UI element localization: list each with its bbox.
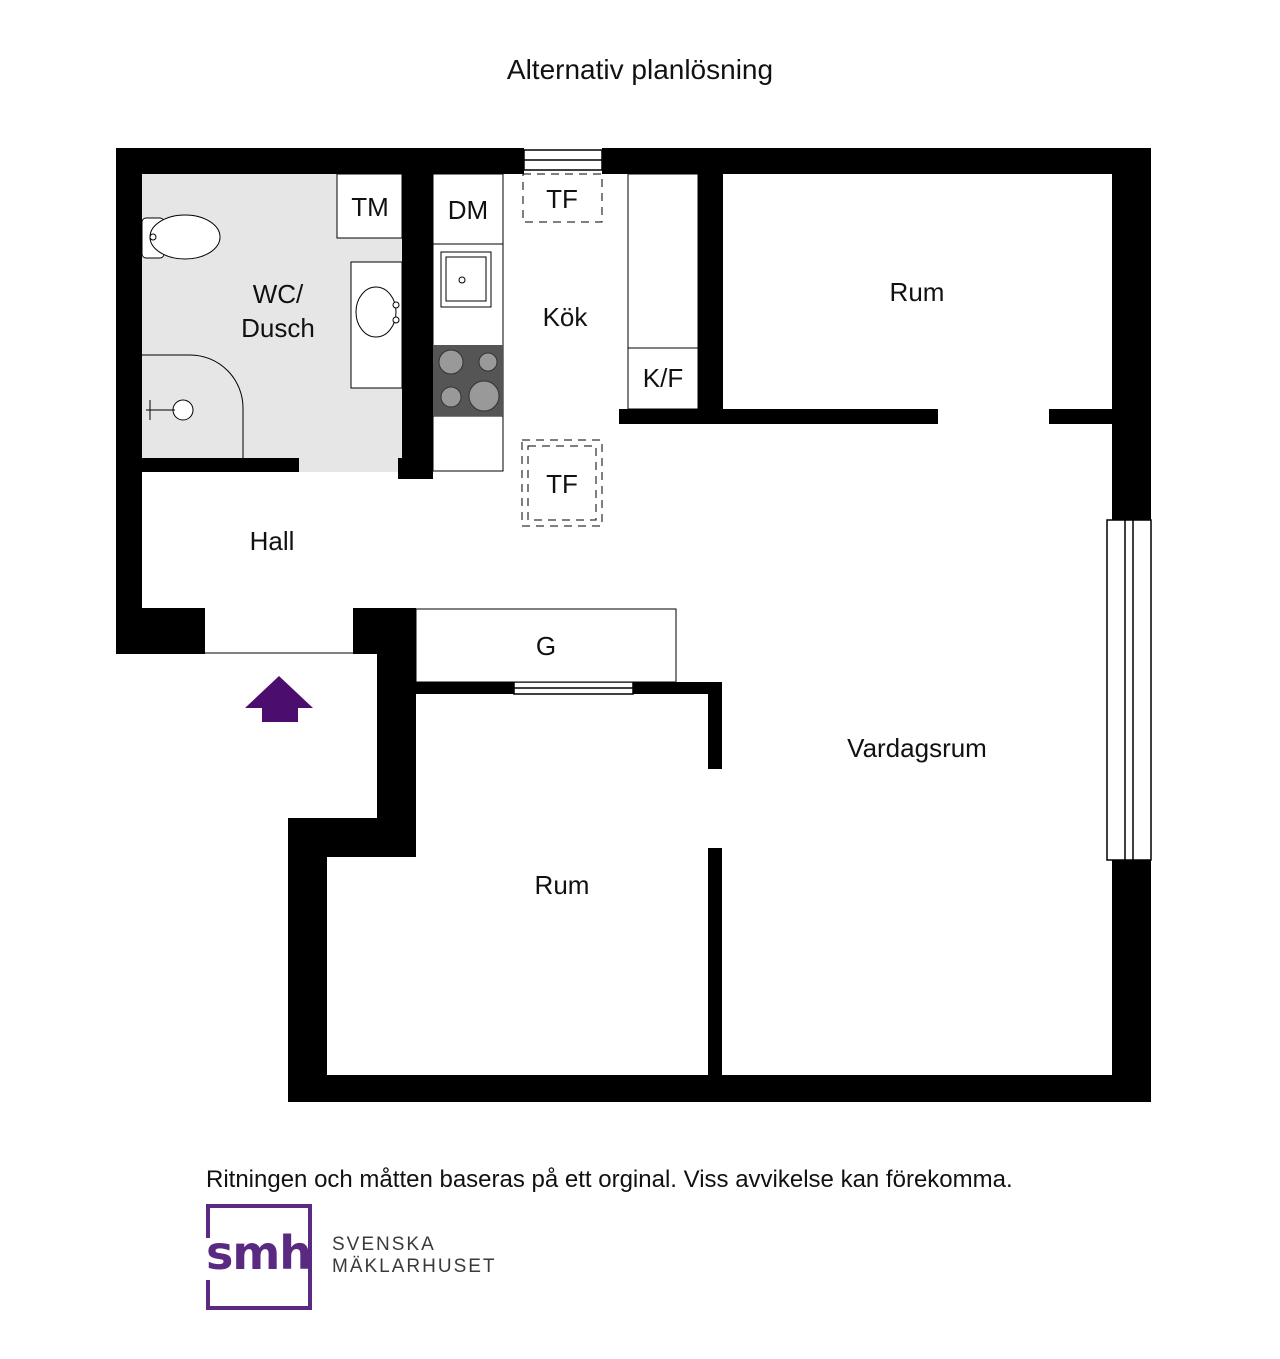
label-rum-bottom: Rum bbox=[535, 870, 590, 900]
wall-right-upper bbox=[1112, 148, 1151, 520]
toilet-icon bbox=[141, 214, 221, 260]
wall-left bbox=[116, 148, 142, 654]
windows bbox=[513, 149, 1152, 861]
wall-room-bottom-right bbox=[1049, 409, 1119, 424]
counter-left bbox=[432, 173, 504, 472]
label-g: G bbox=[536, 631, 556, 661]
wardrobe-g bbox=[415, 608, 677, 683]
wall-bottom bbox=[288, 1075, 1151, 1102]
wall-step-vertical bbox=[288, 818, 327, 1102]
window-right bbox=[1106, 519, 1152, 861]
logo-frame bbox=[204, 1204, 312, 1310]
logo-line-1: SVENSKA bbox=[332, 1234, 436, 1255]
tall-cabinet bbox=[627, 173, 699, 349]
wall-top-right bbox=[602, 148, 1151, 174]
label-hall: Hall bbox=[250, 526, 295, 556]
wall-broom-right-upper bbox=[708, 682, 722, 769]
room-labels: WC/ Dusch TM DM TF Kök K/F TF Rum Hall G… bbox=[241, 184, 987, 900]
washbasin-icon bbox=[350, 261, 403, 389]
wall-bath-bottom bbox=[142, 458, 299, 472]
label-tf-bottom: TF bbox=[546, 469, 578, 499]
label-rum-top: Rum bbox=[890, 277, 945, 307]
logo-mark: smh bbox=[206, 1226, 312, 1280]
tf-top-dashed bbox=[522, 173, 603, 223]
fridge-cabinet bbox=[627, 347, 699, 410]
wall-right-lower bbox=[1112, 860, 1151, 1102]
washer-box bbox=[336, 173, 403, 239]
label-dusch: Dusch bbox=[241, 313, 315, 343]
logo-line-2: MÄKLARHUSET bbox=[332, 1256, 497, 1277]
label-tf-top: TF bbox=[546, 184, 578, 214]
shower-head-icon bbox=[146, 399, 194, 421]
wall-left-bottom bbox=[116, 608, 205, 654]
wall-entry-right bbox=[353, 608, 416, 654]
label-kf: K/F bbox=[643, 363, 683, 393]
wall-bath-bottom-stub bbox=[398, 458, 433, 479]
label-wc: WC/ bbox=[253, 279, 304, 309]
wall-bath-right bbox=[402, 174, 433, 479]
wall-broom-top-right bbox=[633, 682, 722, 694]
disclaimer-text: Ritningen och måtten baseras på ett orgi… bbox=[206, 1166, 1013, 1193]
kitchen-fixtures bbox=[415, 173, 699, 683]
wall-room-left bbox=[698, 174, 723, 424]
kitchen-sink-icon bbox=[440, 251, 492, 308]
plan-title: Alternativ planlösning bbox=[506, 54, 774, 85]
shower-curve bbox=[142, 354, 244, 458]
entrance-arrow-icon bbox=[245, 676, 313, 722]
wall-broom-right-lower bbox=[708, 848, 722, 1077]
company-logo: smh SVENSKA MÄKLARHUSET bbox=[204, 1204, 526, 1320]
wall-top bbox=[116, 148, 524, 174]
label-tm: TM bbox=[351, 192, 389, 222]
label-vardagsrum: Vardagsrum bbox=[847, 733, 987, 763]
stove-icon bbox=[433, 345, 503, 416]
label-kok: Kök bbox=[543, 302, 589, 332]
label-dm: DM bbox=[448, 195, 488, 225]
bathroom-fixtures bbox=[141, 173, 403, 458]
wall-room-bottom bbox=[619, 409, 938, 424]
wall-broom-top-left bbox=[416, 682, 514, 694]
walls bbox=[116, 148, 1151, 1102]
